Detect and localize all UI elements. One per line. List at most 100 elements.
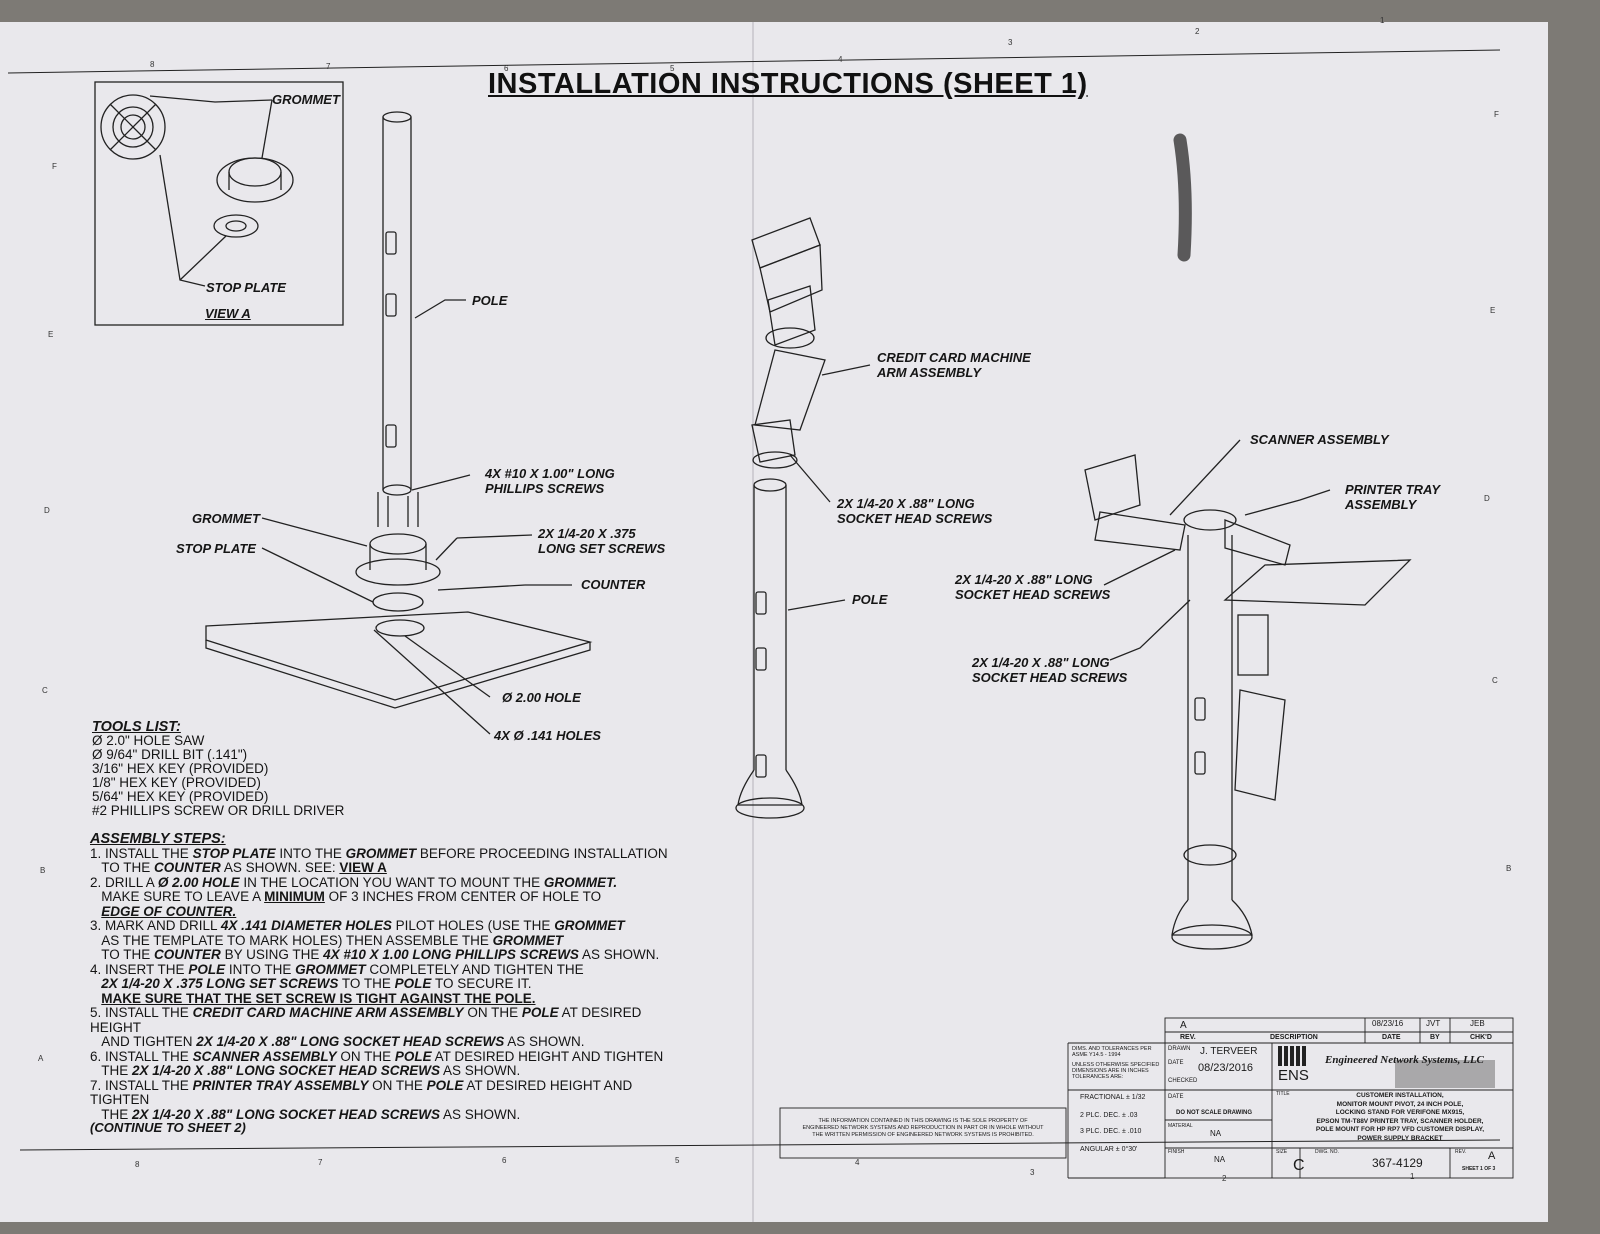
callout-scanner-assembly: SCANNER ASSEMBLY	[1250, 432, 1389, 447]
assembly-steps: ASSEMBLY STEPS: 1. INSTALL THE STOP PLAT…	[90, 832, 690, 1122]
page-title: INSTALLATION INSTRUCTIONS (SHEET 1)	[488, 68, 1088, 100]
step-4: 4. INSERT THE POLE INTO THE GROMMET COMP…	[90, 961, 584, 1006]
zone-left: A	[38, 1054, 44, 1063]
tb-finish: NA	[1214, 1155, 1226, 1164]
zone-top: 8	[150, 60, 155, 69]
tb-by-label: BY	[1430, 1034, 1440, 1041]
zone-bottom: 6	[502, 1156, 507, 1165]
zone-right: B	[1506, 864, 1512, 873]
pole-2	[735, 478, 805, 819]
tb-rev-by: JVT	[1426, 1019, 1441, 1028]
grommet-part	[369, 533, 427, 555]
step-3: 3. MARK AND DRILL 4X .141 DIAMETER HOLES…	[90, 918, 660, 962]
stop-plate-part	[372, 592, 424, 612]
pole-1	[382, 111, 412, 496]
callout-counter: COUNTER	[581, 577, 646, 592]
continue-note: (CONTINUE TO SHEET 2)	[90, 1120, 246, 1135]
callout-holes-141: 4X Ø .141 HOLES	[494, 728, 601, 743]
tool-item: 3/16" HEX KEY (PROVIDED)	[92, 761, 269, 776]
callout-socket-screws-2: 2X 1/4-20 X .88" LONG SOCKET HEAD SCREWS	[955, 572, 1111, 602]
title-block-frame	[779, 1017, 1514, 1179]
zone-left: C	[42, 686, 48, 695]
zone-right: C	[1492, 676, 1498, 685]
zone-left: F	[52, 162, 57, 171]
tb-title-text: CUSTOMER INSTALLATION, MONITOR MOUNT PIV…	[1315, 1092, 1485, 1142]
zone-bottom: 4	[855, 1158, 860, 1167]
view-a-grommet-label: GROMMET	[272, 92, 340, 107]
zone-top: 6	[504, 64, 509, 73]
tb-material: NA	[1210, 1129, 1222, 1138]
tb-rev-label-2: REV.	[1455, 1149, 1467, 1155]
zone-bottom: 7	[318, 1158, 323, 1167]
zone-right: D	[1484, 494, 1490, 503]
tb-dwg-no: 367-4129	[1372, 1156, 1423, 1170]
tb-two-plc: 2 PLC. DEC. ± .03	[1080, 1112, 1138, 1119]
marker-stroke	[1173, 133, 1192, 262]
zone-right: F	[1494, 110, 1499, 119]
tb-angular: ANGULAR ± 0°30'	[1080, 1146, 1138, 1153]
tb-description-label: DESCRIPTION	[1270, 1034, 1318, 1041]
zone-bottom: 3	[1030, 1168, 1035, 1177]
tb-fractional: FRACTIONAL ± 1/32	[1080, 1094, 1146, 1101]
tb-company: Engineered Network Systems, LLC	[1325, 1054, 1484, 1066]
redacted-area	[1395, 1060, 1495, 1088]
zone-bottom: 1	[1410, 1172, 1415, 1181]
zone-left: D	[44, 506, 50, 515]
tool-item: #2 PHILLIPS SCREW OR DRILL DRIVER	[92, 803, 345, 818]
tb-title-label: TITLE	[1276, 1091, 1290, 1097]
callout-stop-plate: STOP PLATE	[176, 541, 256, 556]
callout-printer-tray: PRINTER TRAY ASSEMBLY	[1345, 482, 1441, 512]
tb-date-label-2: DATE	[1168, 1060, 1184, 1066]
zone-top: 1	[1380, 16, 1385, 25]
view-a-caption: VIEW A	[205, 306, 251, 321]
tools-heading: TOOLS LIST:	[92, 719, 181, 735]
tb-rev-letter: A	[1180, 1020, 1187, 1031]
tb-drawn-label: DRAWN	[1168, 1046, 1191, 1052]
tb-size-label: SIZE	[1276, 1149, 1288, 1155]
step-6: 6. INSTALL THE SCANNER ASSEMBLY ON THE P…	[90, 1048, 664, 1078]
tb-material-label: MATERIAL	[1168, 1123, 1193, 1129]
stop-plate-view	[213, 214, 259, 238]
tb-finish-label: FINISH	[1168, 1149, 1185, 1155]
callout-credit-card-arm: CREDIT CARD MACHINE ARM ASSEMBLY	[877, 350, 1031, 380]
tb-rev-label: REV.	[1180, 1034, 1196, 1041]
page-fold	[752, 22, 754, 1222]
view-a-stop-plate-label: STOP PLATE	[206, 280, 286, 295]
tb-three-plc: 3 PLC. DEC. ± .010	[1080, 1128, 1142, 1135]
callout-hole-200: Ø 2.00 HOLE	[502, 690, 581, 705]
tb-drawn-by: J. TERVEER	[1200, 1046, 1258, 1057]
step-7: 7. INSTALL THE PRINTER TRAY ASSEMBLY ON …	[90, 1077, 633, 1122]
drawing-sheet	[0, 22, 1548, 1222]
tb-logo-text: ENS	[1278, 1067, 1309, 1084]
callout-pole: POLE	[472, 293, 508, 308]
tb-rev-date: 08/23/16	[1372, 1019, 1404, 1028]
callout-socket-screws-1: 2X 1/4-20 X .88" LONG SOCKET HEAD SCREWS	[837, 496, 993, 526]
tb-dims-note: DIMS. AND TOLERANCES PER ASME Y14.5 - 19…	[1072, 1046, 1152, 1059]
tool-item: 1/8" HEX KEY (PROVIDED)	[92, 775, 261, 790]
tb-date-label-3: DATE	[1168, 1094, 1184, 1100]
tb-rev-chkd: JEB	[1470, 1019, 1485, 1028]
assembled-unit	[1084, 454, 1412, 950]
counter-part	[205, 611, 593, 709]
tb-drawn-date: 08/23/2016	[1198, 1062, 1254, 1074]
credit-card-arm-assembly	[751, 217, 826, 469]
tools-list: TOOLS LIST: Ø 2.0" HOLE SAW Ø 9/64" DRIL…	[92, 720, 344, 818]
tool-item: Ø 9/64" DRILL BIT (.141")	[92, 747, 248, 762]
step-5: 5. INSTALL THE CREDIT CARD MACHINE ARM A…	[90, 1005, 642, 1049]
tb-date-label: DATE	[1382, 1034, 1401, 1041]
callout-socket-screws-3: 2X 1/4-20 X .88" LONG SOCKET HEAD SCREWS	[972, 655, 1128, 685]
view-a-frame	[94, 81, 344, 326]
steps-heading: ASSEMBLY STEPS:	[90, 831, 226, 847]
tb-dwg-label: DWG. NO.	[1315, 1149, 1339, 1155]
zone-left: B	[40, 866, 46, 875]
zone-top: 2	[1195, 27, 1200, 36]
tb-unless-note: UNLESS OTHERWISE SPECIFIED DIMENSIONS AR…	[1072, 1062, 1160, 1081]
zone-bottom: 8	[135, 1160, 140, 1169]
zone-top: 7	[326, 62, 331, 71]
grommet-top-view	[100, 94, 166, 160]
step-1: 1. INSTALL THE STOP PLATE INTO THE GROMM…	[90, 845, 668, 875]
zone-right: E	[1490, 306, 1496, 315]
tb-checked-label: CHECKED	[1168, 1078, 1198, 1084]
callout-grommet: GROMMET	[192, 511, 260, 526]
